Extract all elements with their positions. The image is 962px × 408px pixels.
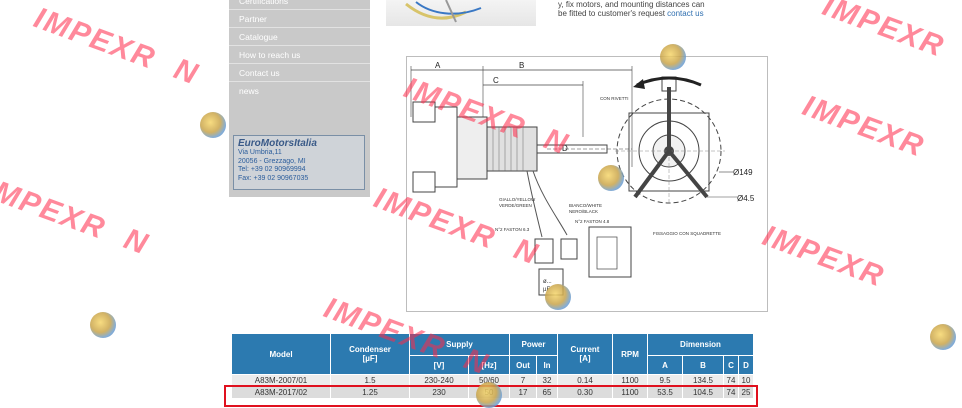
watermark-text: IMPEXR (798, 89, 930, 164)
watermark: IMPEXR (798, 89, 929, 164)
menu-item-partner[interactable]: Partner (229, 10, 370, 28)
globe-icon (200, 112, 226, 138)
row-highlight-box (224, 385, 758, 407)
contact-us-link[interactable]: contact us (667, 9, 704, 18)
col-power-out: Out (509, 355, 537, 375)
company-name: EuroMotorsItalia (238, 138, 317, 149)
col-power-in: In (536, 355, 558, 375)
company-tel: Tel: +39 02 90969994 (238, 166, 306, 173)
col-power: Power (509, 333, 558, 356)
menu-item-catalogue[interactable]: Catalogue (229, 28, 370, 46)
col-dim-c: C (723, 355, 739, 375)
watermark-globe-icon (151, 69, 172, 77)
menu-item-certifications[interactable]: Certifications (229, 0, 370, 10)
fixing-label: FISSAGGIO CON SQUADRETTE (653, 231, 721, 236)
cell-voltage: 230-240 (409, 374, 469, 387)
col-dim-a: A (647, 355, 683, 375)
spec-table: Model Condenser [µF] Supply Power Curren… (231, 333, 754, 399)
cell-dim-b: 104.5 (682, 386, 724, 399)
cell-current: 0.30 (557, 386, 613, 399)
wire-label-yellow: GIALLO/YELLOW (499, 197, 536, 202)
watermark-text: IMPEXR (818, 0, 950, 64)
cell-dim-d: 25 (738, 386, 754, 399)
dim-c-label: C (493, 76, 499, 85)
capacitor-label: µF (543, 287, 550, 293)
col-frequency: [Hz] (468, 355, 510, 375)
watermark: IMPEXR (758, 219, 889, 294)
col-supply: Supply (409, 333, 510, 356)
intro-line-1: y, fix motors, and mounting distances ca… (558, 0, 705, 9)
wire-label-white: BIANCO/WHITE (569, 203, 602, 208)
watermark-suffix: N (119, 222, 154, 262)
col-dimension: Dimension (647, 333, 754, 356)
menu-item-contact-us[interactable]: Contact us (229, 64, 370, 82)
col-model: Model (231, 333, 331, 375)
wire-label-black: NERO/BLACK (569, 209, 598, 214)
company-address: Via Umbria,11 (238, 149, 282, 156)
wire-label-green: VERDE/GREEN (499, 203, 532, 208)
col-voltage: [V] (409, 355, 469, 375)
diameter-45-label: Ø4.5 (737, 194, 755, 203)
menu-item-news[interactable]: news (239, 86, 259, 96)
product-photo (386, 0, 536, 26)
watermark-suffix: N (169, 52, 204, 92)
diameter-149-label: Ø149 (733, 168, 753, 177)
globe-icon (930, 324, 956, 350)
dim-d-label: D (562, 144, 568, 153)
col-condenser-unit: [µF] (362, 354, 378, 363)
company-contact-box: EuroMotorsItalia Via Umbria,11 20056 - G… (233, 135, 365, 190)
dim-a-label: A (435, 61, 441, 70)
intro-line-2-text: be fitted to customer's request (558, 9, 665, 18)
intro-line-2: be fitted to customer's request contact … (558, 9, 705, 18)
technical-drawing: A B C D ø... µF GIALLO/YELLOW VERDE/GREE… (406, 56, 768, 312)
company-city: 20056 - Grezzago, MI (238, 157, 306, 165)
globe-icon (90, 312, 116, 338)
intro-text: y, fix motors, and mounting distances ca… (558, 0, 705, 18)
company-fax: Fax: +39 02 90967035 (238, 174, 309, 182)
rivet-label: CON RIVETTI (600, 96, 629, 101)
col-dim-d: D (738, 355, 754, 375)
col-condenser: Condenser [µF] (330, 333, 410, 375)
col-dim-b: B (682, 355, 724, 375)
cell-current: 0.14 (557, 374, 613, 387)
svg-text:ø...: ø... (543, 279, 552, 285)
cell-dim-a: 9.5 (647, 374, 683, 387)
col-condenser-label: Condenser (349, 345, 391, 354)
cell-condenser: 1.5 (330, 374, 410, 387)
watermark: IMPEXR (818, 0, 949, 65)
faston-63-label: N°2 FASTON 6.3 (495, 227, 530, 232)
cell-power-in: 65 (536, 386, 558, 399)
table-row: A83M-2017/02 1.25 230 50 17 65 0.30 1100… (231, 386, 754, 399)
faston-48-label: N°2 FASTON 4.8 (575, 219, 610, 224)
col-rpm: RPM (612, 333, 648, 375)
watermark-text: IMPEXR (0, 171, 111, 246)
cell-rpm: 1100 (612, 386, 648, 399)
watermark-text: IMPEXR (29, 1, 161, 76)
col-current-unit: [A] (579, 354, 591, 363)
watermark-globe-icon (101, 239, 122, 247)
col-current: Current [A] (557, 333, 613, 375)
cell-power-in: 32 (536, 374, 558, 387)
cell-model: A83M-2017/02 (231, 386, 331, 399)
cell-model: A83M-2007/01 (231, 374, 331, 387)
cell-dim-c: 74 (723, 374, 739, 387)
table-row: A83M-2007/01 1.5 230-240 50/60 7 32 0.14… (231, 374, 754, 387)
col-current-label: Current (570, 345, 600, 354)
cell-dim-d: 10 (738, 374, 754, 387)
cell-rpm: 1100 (612, 374, 648, 387)
cell-power-out: 17 (509, 386, 537, 399)
menu-item-how-to-reach[interactable]: How to reach us (229, 46, 370, 64)
watermark-text: IMPEXR (758, 219, 890, 294)
dim-b-label: B (519, 61, 524, 70)
cell-condenser: 1.25 (330, 386, 410, 399)
